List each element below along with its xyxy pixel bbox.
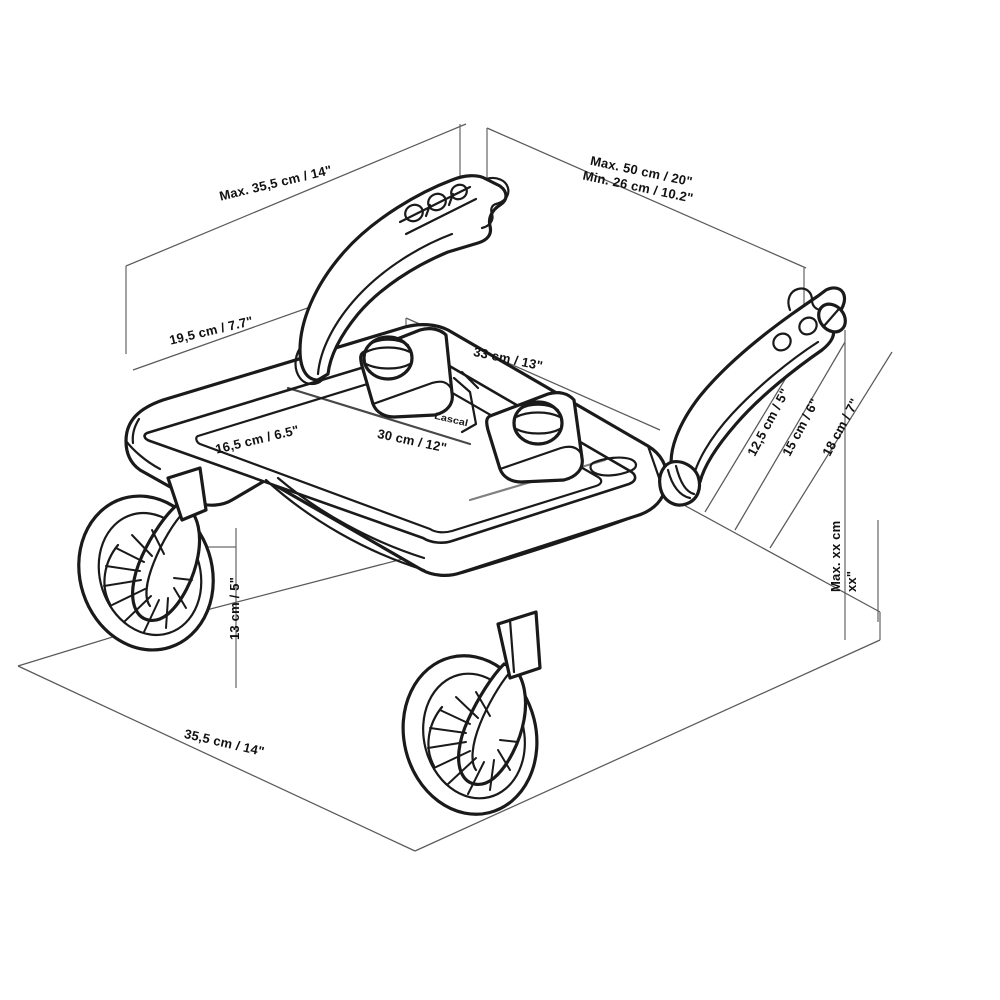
adjust-knob-right-slot2 (514, 427, 562, 435)
arm-right-foot-line (666, 468, 692, 500)
wheel-left-spokes (103, 529, 193, 633)
adjust-knob-left-cap (368, 338, 410, 347)
arm-right-foot-line2 (674, 464, 696, 496)
adjust-knob-left-slot (364, 346, 412, 354)
arm-left-hole-band (398, 185, 472, 224)
arm-left-hole-div-2 (447, 192, 455, 207)
connector-arm-left-hook (480, 176, 510, 230)
arm-left-hole-band-2 (404, 197, 478, 236)
connector-arm-left-body (298, 174, 508, 382)
connector-arm-right-inner (690, 340, 820, 484)
connector-block-right (485, 391, 584, 484)
arm-right-hole-2 (798, 316, 818, 336)
dimline-max-35-5 (125, 123, 467, 267)
connector-arm-right-hook (787, 287, 824, 312)
deck-center-rib (452, 376, 478, 434)
wheel-right-spoke-ring (427, 705, 444, 768)
deck-grip-slot (589, 456, 638, 477)
deck-left-edge (124, 439, 162, 471)
adjust-knob-right-slot (514, 411, 562, 419)
wheel-left-leg (166, 466, 208, 522)
deck-left-edge-2 (131, 417, 141, 445)
arm-right-end-cap-line (822, 308, 840, 328)
wheel-left-fork-inner (145, 510, 186, 608)
connector-arm-right (658, 286, 847, 507)
wheel-right-leg-edge (508, 618, 516, 674)
deck-engrave-1 (286, 386, 472, 446)
wheel-right-spokes (427, 691, 519, 795)
wheel-left (77, 466, 215, 652)
dimension-label-max-xx: Max. xx cm xx" (828, 521, 861, 592)
dimension-label-max-xx-in: xx" (844, 570, 860, 592)
arm-right-foot (658, 460, 702, 507)
arm-right-hole-1 (772, 332, 792, 352)
dimline-ground-right (414, 639, 881, 852)
dimension-label-13: 13 cm / 5" (227, 576, 242, 640)
deck-center-rib-2 (460, 370, 480, 390)
arm-left-foot (294, 346, 326, 386)
wheel-right-leg (496, 610, 542, 680)
adjust-knob-left-slot2 (364, 362, 412, 370)
deck-rear-edge (460, 514, 638, 575)
dimline-35-5-bottom (17, 665, 416, 852)
wheel-right (401, 610, 542, 816)
arm-left-hole-div-1 (424, 203, 432, 218)
adjust-knob-right-cap (518, 403, 560, 412)
dimline-19-5 (132, 299, 331, 371)
deck-front-lip (264, 478, 426, 572)
connector-arm-left-inner (316, 232, 454, 376)
connector-block-left-edge (371, 380, 454, 406)
dimline-arm-span (486, 127, 807, 269)
dimline-18 (769, 351, 893, 549)
dimline-ground-top-right (659, 491, 881, 613)
wheel-left-spoke-ring (103, 543, 120, 606)
dimension-label-max-xx-cm: Max. xx cm (828, 520, 843, 592)
connector-arm-left (294, 174, 510, 386)
arm-left-hole-1 (404, 203, 424, 223)
connector-block-left (359, 327, 454, 419)
deck-front-lip-inner (276, 476, 426, 560)
connector-block-right-edge (498, 445, 584, 471)
wheel-left-fork (131, 502, 202, 622)
dimline-15 (734, 341, 846, 531)
